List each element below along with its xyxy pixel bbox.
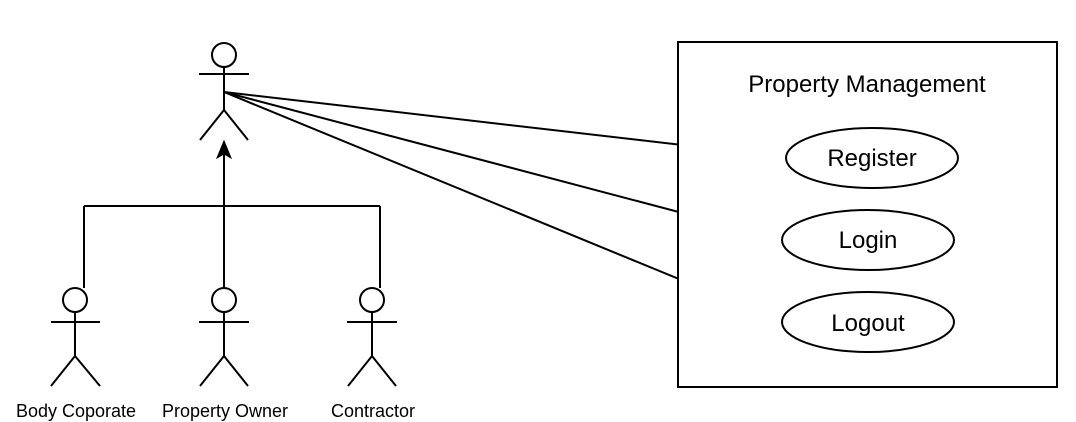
actor-property-owner-label: Property Owner	[162, 401, 288, 421]
actor-contractor-label: Contractor	[331, 401, 415, 421]
use-case-register-label: Register	[827, 145, 916, 172]
actor-body-coporate: Body Coporate	[16, 287, 136, 421]
actor-parent	[199, 42, 249, 141]
actor-parent-right-leg	[223, 109, 249, 141]
actor-body-coporate-left-leg	[50, 355, 76, 387]
actor-property-owner-right-leg	[223, 355, 249, 387]
actor-body-coporate-label: Body Coporate	[16, 401, 136, 421]
use-case-logout: Logout	[781, 291, 955, 353]
actor-contractor: Contractor	[331, 287, 415, 421]
actor-property-owner: Property Owner	[162, 287, 288, 421]
actor-parent-left-leg	[199, 109, 225, 141]
use-case-login: Login	[781, 209, 955, 271]
actor-contractor-left-leg	[347, 355, 373, 387]
use-case-register-ellipse	[785, 127, 959, 189]
use-case-login-ellipse	[781, 209, 955, 271]
use-case-login-label: Login	[839, 227, 898, 254]
actor-property-owner-head	[211, 287, 237, 313]
actor-contractor-head	[359, 287, 385, 313]
use-case-logout-ellipse	[781, 291, 955, 353]
generalization-arrowhead	[215, 139, 233, 160]
system-boundary: Property Management Register Login Logou…	[677, 41, 1058, 388]
actor-body-coporate-right-leg	[74, 355, 101, 387]
system-title: Property Management	[748, 71, 986, 98]
actor-contractor-right-leg	[371, 355, 397, 387]
actor-property-owner-left-leg	[199, 355, 225, 387]
actor-body-coporate-head	[62, 287, 88, 313]
use-case-register: Register	[785, 127, 959, 189]
actor-parent-head	[211, 42, 237, 68]
use-case-logout-label: Logout	[831, 310, 905, 337]
generalization-connector	[83, 139, 381, 288]
